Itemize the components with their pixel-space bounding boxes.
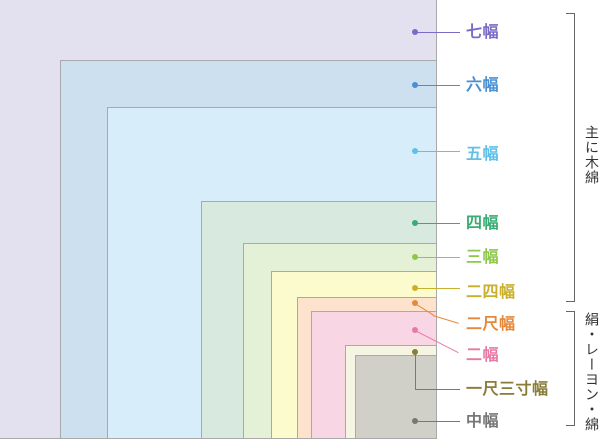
size-rect-chuhaba bbox=[355, 355, 437, 439]
group-label-cotton: 主に木綿 bbox=[583, 125, 599, 185]
label-nishihaba: 二四幅 bbox=[466, 282, 516, 301]
leader-line-chuhaba bbox=[415, 421, 460, 422]
group-bracket-cotton bbox=[566, 13, 575, 302]
leader-line-gohaba bbox=[415, 151, 460, 152]
leader-line-mihaba bbox=[415, 257, 460, 258]
label-futahaba: 二幅 bbox=[466, 345, 500, 364]
label-mihaba: 三幅 bbox=[466, 247, 500, 266]
leader-line-yohaba bbox=[415, 223, 460, 224]
label-nanahaba: 七幅 bbox=[466, 22, 500, 41]
label-isshakusanzun: 一尺三寸幅 bbox=[466, 379, 549, 398]
group-label-silk: 絹・レーヨン・綿 bbox=[583, 312, 599, 432]
leader-line-isshakusanzun-h bbox=[415, 389, 460, 390]
leader-line-isshakusanzun-v bbox=[415, 352, 416, 389]
group-bracket-silk bbox=[566, 311, 575, 426]
label-rokuhaba: 六幅 bbox=[466, 75, 500, 94]
label-chuhaba: 中幅 bbox=[466, 411, 500, 430]
leader-line-nishihaba bbox=[415, 288, 460, 289]
label-yohaba: 四幅 bbox=[466, 213, 500, 232]
label-gohaba: 五幅 bbox=[466, 144, 500, 163]
leader-line-nanahaba bbox=[415, 32, 460, 33]
leader-line-rokuhaba bbox=[415, 85, 460, 86]
label-nishakuhaba: 二尺幅 bbox=[466, 314, 516, 333]
